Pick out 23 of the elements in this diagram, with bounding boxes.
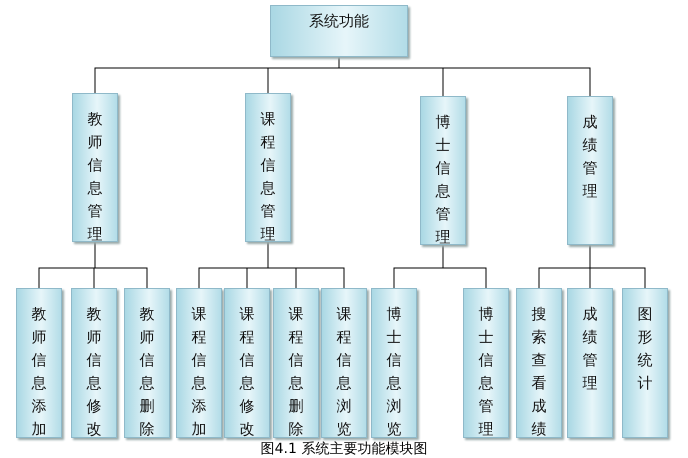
- module-box: 成绩管理: [567, 288, 613, 438]
- module-box: 教师信息修改: [71, 288, 117, 438]
- module-box: 教师信息添加: [16, 288, 62, 438]
- module-box: 课程信息浏览: [321, 288, 367, 438]
- module-box: 系统功能: [270, 5, 408, 57]
- module-box: 博士信息管理: [463, 288, 509, 438]
- module-box: 图形统计: [622, 288, 668, 438]
- module-box: 成绩管理: [567, 96, 613, 245]
- caption: 图4.1 系统主要功能模块图: [260, 441, 428, 458]
- module-box: 课程信息修改: [224, 288, 270, 438]
- connector-line: [94, 242, 148, 288]
- connector-line: [338, 56, 590, 96]
- module-box: 教师信息管理: [72, 93, 118, 242]
- module-box: 课程信息删除: [273, 288, 319, 438]
- module-box: 课程信息管理: [245, 93, 291, 242]
- module-box: 博士信息管理: [420, 96, 466, 245]
- module-box: 课程信息添加: [176, 288, 222, 438]
- module-box: 教师信息删除: [124, 288, 170, 438]
- connector-line: [442, 244, 486, 288]
- connector-line: [590, 244, 646, 288]
- module-box: 博士信息浏览: [371, 288, 417, 438]
- module-box: 搜索查看成绩: [516, 288, 562, 438]
- connector-line: [268, 242, 344, 288]
